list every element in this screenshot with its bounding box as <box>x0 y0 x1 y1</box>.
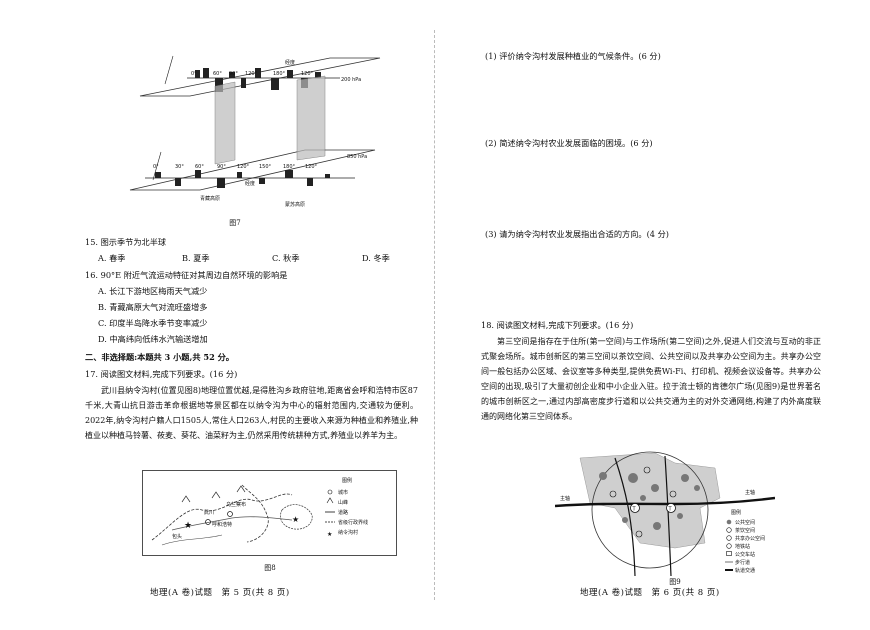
q16-option-b[interactable]: B. 青藏高原大气对流旺盛增多 <box>98 302 208 312</box>
legend-item: 共享办公空间 <box>735 535 765 542</box>
upper-tick-label: 180° <box>273 71 286 77</box>
shade-plane-2 <box>296 75 326 161</box>
upper-axis-label: 经度 <box>285 59 295 66</box>
left-page: 0° 60° 90° 120° 180° 120° 经度 200 hPa 0° … <box>85 55 418 598</box>
q17-stem: 17. 阅读图文材料,完成下列要求。(16 分) <box>85 369 238 379</box>
q15-option-d[interactable]: D. 冬季 <box>362 253 390 263</box>
right-page: (1) 评价纳令沟村发展种植业的气候条件。(6 分) (2) 简述纳令沟村农业发… <box>435 0 870 630</box>
lower-tick-label: 120° <box>237 164 250 170</box>
map-label: 主轴 <box>745 489 755 496</box>
lower-tick-label: 180° <box>283 164 296 170</box>
legend-star-icon: ★ <box>327 531 332 538</box>
province-boundary <box>151 493 293 541</box>
map-label: 乌兰察布 <box>226 501 246 508</box>
lower-tick-label: 150° <box>259 164 272 170</box>
subway-station-icon <box>630 503 640 513</box>
q16-stem: 16. 90°E 附近气流运动特征对其周边自然环境的影响是 <box>85 270 288 280</box>
road <box>171 516 293 531</box>
rail-line <box>555 496 775 508</box>
svg-text:T: T <box>668 507 673 513</box>
q16-option-d[interactable]: D. 中高纬向低纬水汽输送增加 <box>98 334 208 344</box>
page-divider <box>434 30 435 600</box>
map-label: 包头 <box>172 533 182 540</box>
upper-tick-label: 60° <box>213 71 222 77</box>
upper-pressure-label: 200 hPa <box>341 77 361 83</box>
lower-axis-label: 经度 <box>245 180 255 187</box>
region-label: 蒙苏高原 <box>285 201 305 208</box>
section-heading: 二、非选择题:本题共 3 小题,共 52 分。 <box>85 352 234 362</box>
q16-option-a[interactable]: A. 长江下游地区梅雨天气减少 <box>98 286 208 296</box>
legend-item: 地铁站 <box>735 543 750 550</box>
lower-tick-label: 30° <box>175 164 184 170</box>
legend-item: 公共空间 <box>735 519 755 526</box>
map-label: 武川 <box>204 509 214 516</box>
legend-item: 步行道 <box>735 559 750 566</box>
legend-title: 图例 <box>731 509 741 516</box>
q15-stem: 15. 图示季节为北半球 <box>85 237 167 247</box>
lower-pressure-label: 850 hPa <box>347 154 367 160</box>
map-label: 呼和浩特 <box>212 521 232 528</box>
legend-item: 道路 <box>338 509 348 516</box>
map-label: 主轴 <box>560 495 570 502</box>
shade-plane-1 <box>214 81 236 165</box>
lower-tick-label: 90° <box>217 164 226 170</box>
subway-station-icon <box>666 503 676 513</box>
mountain-range <box>181 485 246 503</box>
upper-tick-label: 0° <box>191 71 197 77</box>
lower-tick-label: 60° <box>195 164 204 170</box>
q17-sub2: (2) 简述纳令沟村农业发展面临的困境。(6 分) <box>485 138 653 148</box>
legend-item: 省级行政界线 <box>338 519 368 526</box>
upper-tick-label: 90° <box>229 71 238 77</box>
q17-paragraph: 武川县纳令沟村(位置见图8)地理位置优越,是得胜沟乡政府驻地,距离省会呼和浩特市… <box>85 386 418 440</box>
legend-item: 轨道交通 <box>735 567 755 574</box>
svg-text:T: T <box>632 507 637 513</box>
inset-map <box>280 504 313 530</box>
right-footer: 地理(A 卷)试题 第 6 页(共 8 页) <box>580 588 720 598</box>
legend-item: 山峰 <box>338 499 348 506</box>
legend-title: 图例 <box>342 477 352 484</box>
river <box>161 534 223 546</box>
legend-item: 城市 <box>338 489 348 496</box>
q18-paragraph: 第三空间是指存在于住所(第一空间)与工作场所(第二空间)之外,促进人们交流与互动… <box>481 337 821 421</box>
figure8-caption: 图8 <box>264 564 276 572</box>
figure7-diagram: 0° 60° 90° 120° 180° 120° 经度 200 hPa 0° … <box>129 55 381 208</box>
left-footer: 地理(A 卷)试题 第 5 页(共 8 页) <box>150 588 290 598</box>
walking-radius-circle <box>591 451 709 569</box>
legend-item: 公交车站 <box>735 551 755 558</box>
q15-option-b[interactable]: B. 夏季 <box>182 253 210 263</box>
lower-tick-label: 120° <box>305 164 318 170</box>
legend-item: 纳令沟村 <box>338 529 358 536</box>
q18-stem: 18. 阅读图文材料,完成下列要求。(16 分) <box>481 320 634 330</box>
q15-option-c[interactable]: C. 秋季 <box>272 253 300 263</box>
figure9-map: T T 主轴 主轴 图例 公共空间 茶饮空间 共享办公空间 地铁站 公交车站 步… <box>555 448 775 576</box>
q16-option-c[interactable]: C. 印度半岛降水季节变率减少 <box>98 318 208 328</box>
lower-plane <box>129 149 376 191</box>
upper-plane <box>139 57 381 97</box>
upper-tick-label: 120° <box>301 71 314 77</box>
upper-tick-label: 120° <box>245 71 258 77</box>
region-label: 青藏高原 <box>200 195 220 202</box>
q17-sub3: (3) 请为纳令沟村农业发展指出合适的方向。(4 分) <box>485 229 669 239</box>
inset-star-icon: ★ <box>292 515 299 524</box>
q15-option-a[interactable]: A. 春季 <box>98 253 126 263</box>
figure8-map: 武川 乌兰察布 呼和浩特 包头 ★ ★ 图例 城市 山峰 道路 省级行政界线 ★… <box>142 470 397 556</box>
lower-bars <box>155 170 330 188</box>
lower-tick-label: 0° <box>153 164 159 170</box>
q17-sub1: (1) 评价纳令沟村发展种植业的气候条件。(6 分) <box>485 51 661 61</box>
legend-item: 茶饮空间 <box>735 527 755 534</box>
figure7-caption: 图7 <box>229 219 241 227</box>
figure9-caption: 图9 <box>669 578 681 586</box>
naling-village-star-icon: ★ <box>184 521 192 531</box>
